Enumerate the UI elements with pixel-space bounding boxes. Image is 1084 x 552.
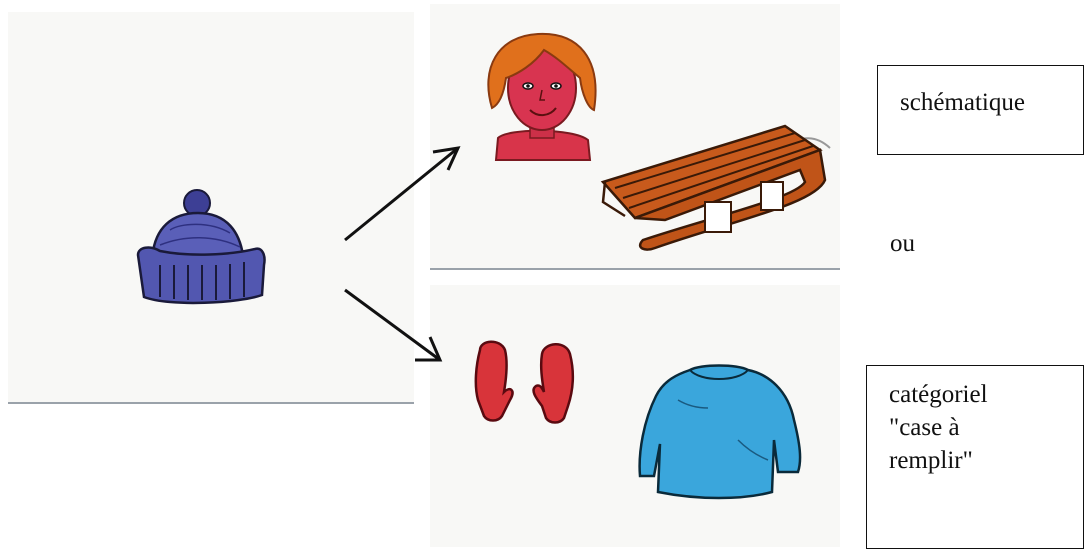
schematic-label: schématique (900, 86, 1025, 119)
sweater-icon (638, 360, 808, 500)
schematic-box: schématique (877, 65, 1084, 155)
categorical-label-line-3: remplir" (889, 444, 988, 477)
or-label: ou (890, 230, 915, 258)
girl-icon (478, 28, 608, 168)
sled-icon (595, 120, 840, 260)
mittens-icon (470, 340, 585, 425)
categorical-box: catégoriel "case à remplir" (866, 365, 1084, 549)
categorical-label-line-2: "case à (889, 411, 988, 444)
categorical-label-line-1: catégoriel (889, 378, 988, 411)
